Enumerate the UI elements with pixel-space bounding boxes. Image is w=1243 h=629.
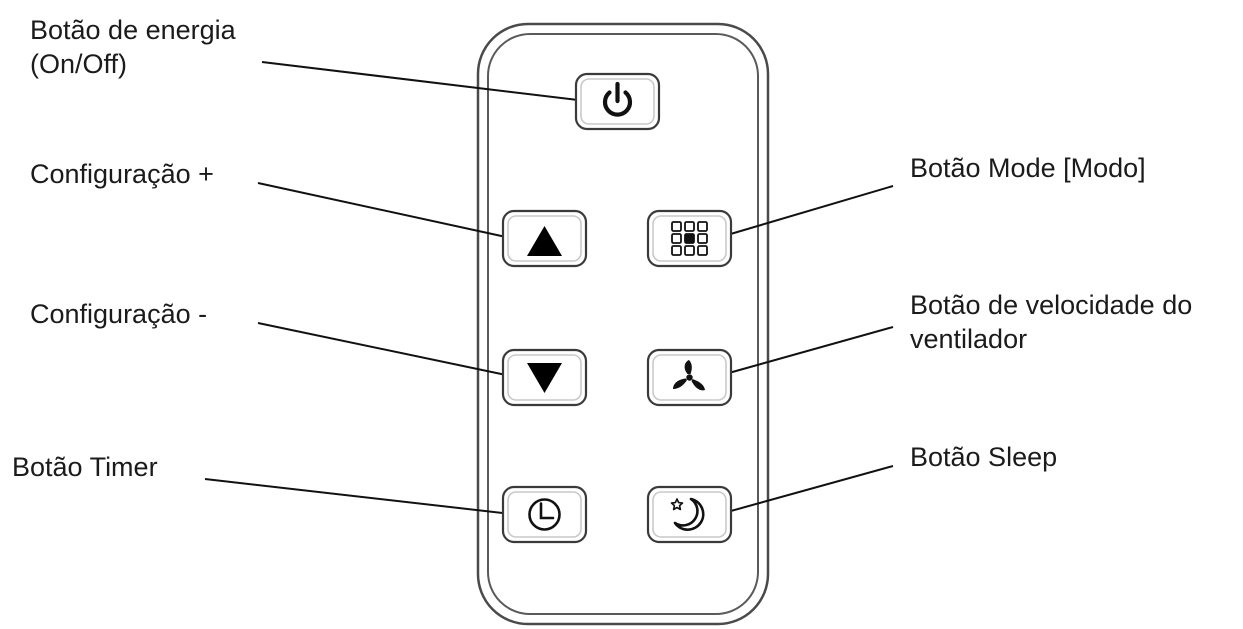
- timer-button[interactable]: [501, 485, 588, 544]
- fan-speed-button[interactable]: [646, 348, 733, 407]
- leader-mode: [716, 185, 894, 239]
- power-label-line1: Botão de energia: [30, 15, 236, 45]
- leader-sleep: [719, 465, 894, 515]
- mode-label: Botão Mode [Modo]: [910, 153, 1146, 183]
- leader-temp-down: [257, 322, 507, 376]
- triangle-down-icon: [527, 363, 562, 393]
- timer-label: Botão Timer: [12, 452, 158, 482]
- fan-speed-label: Botão de velocidade do ventilador: [910, 288, 1192, 356]
- power-button[interactable]: [574, 72, 661, 131]
- temp-down-label: Configuração -: [30, 299, 208, 329]
- fan-label-line1: Botão de velocidade do: [910, 290, 1193, 320]
- power-icon: [602, 81, 633, 117]
- power-button-label: Botão de energia (On/Off): [30, 13, 236, 81]
- leader-temp-up: [257, 182, 507, 238]
- mode-button[interactable]: [646, 209, 733, 268]
- power-label-line2: (On/Off): [30, 49, 128, 79]
- triangle-up-icon: [527, 226, 562, 256]
- grid-icon: [671, 221, 708, 256]
- temp-down-button[interactable]: [501, 348, 588, 407]
- sleep-button[interactable]: [646, 485, 733, 544]
- fan-icon: [673, 360, 705, 391]
- leader-fan: [717, 326, 894, 377]
- moon-star-icon: [670, 497, 705, 531]
- remote-body-outer: [476, 22, 770, 626]
- leader-power: [261, 61, 579, 101]
- remote-body-inner: [487, 33, 759, 615]
- leader-timer: [204, 478, 521, 516]
- fan-label-line2: ventilador: [910, 324, 1028, 354]
- clock-icon: [528, 498, 561, 531]
- temp-up-button[interactable]: [501, 209, 588, 268]
- sleep-label: Botão Sleep: [910, 442, 1058, 472]
- temp-up-label: Configuração +: [30, 159, 214, 189]
